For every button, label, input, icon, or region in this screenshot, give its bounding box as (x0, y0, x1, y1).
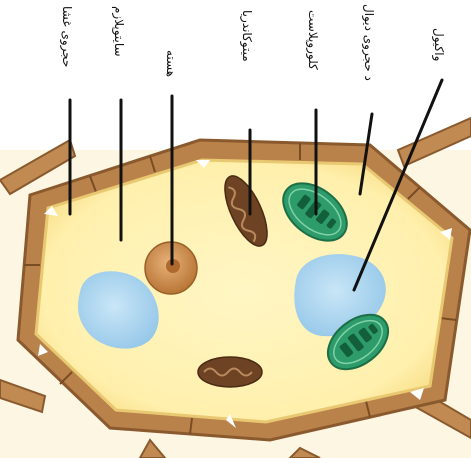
label-chloroplast: کلوروپلاست (306, 10, 320, 70)
label-cytoplasm: سایتوپلازم (112, 6, 126, 57)
label-mitochondria: میتوکاندریا (240, 10, 254, 62)
label-nucleus: هسته (164, 50, 178, 77)
mitochondrion-bottom (198, 357, 262, 387)
label-cell-membrane: حجروی غشا (60, 6, 74, 67)
label-vacuole: واکیول (432, 28, 446, 61)
label-cell-wall: د حجروی دیوال (362, 4, 376, 81)
